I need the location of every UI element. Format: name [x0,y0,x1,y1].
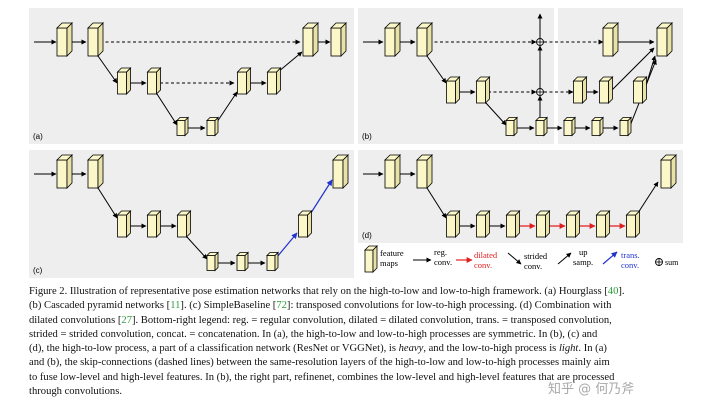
d-block-9 [625,210,641,238]
panel-d-label: (d) [362,231,372,240]
a-block-3 [116,67,132,95]
panel-c-label: (c) [33,266,43,275]
b-right-arrow-8 [609,47,655,93]
b-block-2 [416,22,433,57]
d-block-4 [475,210,491,238]
b-block-r2 [572,76,588,104]
citation-11[interactable]: 11 [170,300,181,312]
b-block-r1 [602,22,619,57]
legend-trans-arrow [602,251,618,265]
c-block-9 [297,210,313,238]
citation-72[interactable]: 72 [276,300,287,312]
b-block-1 [384,22,401,57]
legend-feature-label-1: feature [380,248,404,258]
legend-strided-arrow [507,252,522,265]
a-arrow-down-1 [97,55,118,84]
b-block-r4 [563,116,576,137]
legend-upsample-label-2: samp. [573,257,593,267]
a-arrow-up-2 [277,51,303,73]
c-block-2 [87,154,104,189]
legend-upsample-label-1: up [579,247,588,257]
d-arrow-down-1 [426,187,447,219]
a-block-5 [176,116,189,137]
citation-40[interactable]: 40 [607,286,619,297]
panel-a-label: (a) [33,132,43,141]
watermark: 知乎 @ 何乃斧 [548,382,635,397]
legend-strided-label-2: conv. [524,261,542,271]
legend-upsample-arrow [557,252,572,265]
b-block-3 [445,76,461,104]
b-block-r3 [598,76,614,104]
legend-strided-label-1: strided [524,251,548,261]
b-block-out [656,22,673,57]
a-block-7 [236,67,252,95]
legend-dilated-label-2: conv. [474,260,492,270]
a-block-2 [87,22,104,57]
b-arrow-down-1 [426,55,447,84]
d-block-6 [535,210,551,238]
legend-reg-label-2: conv. [434,257,452,267]
figure-caption: Figure 2. Illustration of representative… [29,286,625,398]
b-block-4 [475,76,491,104]
c-block-5 [176,210,192,238]
a-block-4 [146,67,162,95]
c-trans-1 [276,232,298,258]
legend-sum-icon [655,258,663,266]
legend-dilated-label-1: dilated [474,250,498,260]
b-block-r5 [591,116,604,137]
c-block-4 [146,210,162,238]
c-block-3 [116,210,132,238]
c-block-7 [236,251,249,272]
d-block-5 [505,210,521,238]
b-block-5 [505,116,518,137]
b-sum-1 [536,38,544,46]
panel-b-label: (b) [362,132,372,141]
panel-a-bg [29,8,354,144]
a-block-1 [56,22,73,57]
c-block-8 [266,251,279,272]
c-trans-2 [308,179,333,217]
c-arrow-down-1 [97,187,118,219]
c-arrow-down-2 [186,236,208,260]
b-arrow-down-2 [485,102,507,126]
figure-diagram: (a) (b) (c) (d) feature maps reg. conv. … [29,8,683,278]
a-block-9 [302,22,319,57]
a-block-10 [330,22,347,57]
d-block-7 [565,210,581,238]
a-block-8 [266,67,282,95]
a-arrow-up-1 [216,91,238,123]
b-sum-2 [536,88,544,96]
c-block-6 [206,251,219,272]
b-block-6 [535,116,548,137]
c-block-1 [56,154,73,189]
d-block-2 [416,154,433,189]
citation-27[interactable]: 27 [121,314,132,326]
d-block-8 [595,210,611,238]
legend-trans-label-1: trans. [621,250,640,260]
legend-sum-label: sum [665,258,679,267]
a-arrow-down-2 [156,93,178,126]
c-block-10 [332,154,349,189]
b-block-r6 [619,116,632,137]
legend-trans-label-2: conv. [621,260,639,270]
legend-feature-label-2: maps [380,258,398,268]
legend-reg-label-1: reg. [434,247,447,257]
legend-feature-maps-block [364,245,378,273]
legend: feature maps reg. conv. dilated conv. st… [364,245,679,273]
a-block-6 [206,116,219,137]
d-block-10 [660,154,677,189]
b-block-r7 [632,76,648,104]
d-block-3 [445,210,461,238]
d-block-1 [384,154,401,189]
